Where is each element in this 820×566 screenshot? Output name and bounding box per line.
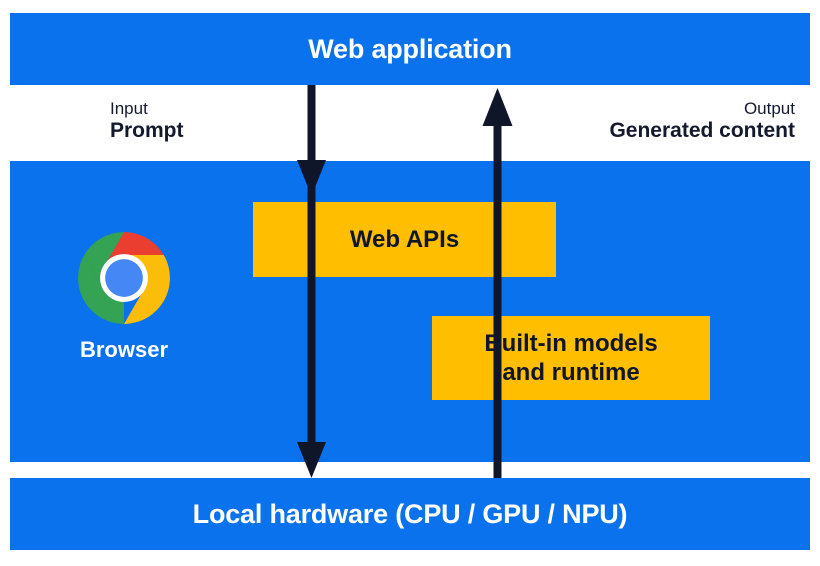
local-hardware-label: Local hardware (CPU / GPU / NPU) <box>192 498 628 529</box>
built-in-models-box[interactable]: Built-in models and runtime <box>432 316 710 400</box>
built-in-models-line2: and runtime <box>502 359 640 386</box>
output-kind-text: Output <box>743 99 795 118</box>
web-apis-label: Web APIs <box>349 225 460 253</box>
output-name-text: Generated content <box>609 119 795 143</box>
input-kind-text: Input <box>110 99 148 118</box>
web-apis-box[interactable]: Web APIs <box>253 202 556 277</box>
built-in-models-label: Built-in models and runtime <box>484 329 657 388</box>
built-in-models-line1: Built-in models <box>484 329 658 357</box>
input-flow-label: Input Prompt <box>110 99 184 144</box>
input-name-text: Prompt <box>110 119 184 143</box>
chrome-logo-icon <box>78 232 170 324</box>
output-flow-label: Output Generated content <box>609 99 795 144</box>
local-hardware-band: Local hardware (CPU / GPU / NPU) <box>10 478 810 550</box>
web-application-label: Web application <box>308 33 512 64</box>
browser-caption-label: Browser <box>79 337 169 362</box>
web-application-band: Web application <box>10 13 810 85</box>
